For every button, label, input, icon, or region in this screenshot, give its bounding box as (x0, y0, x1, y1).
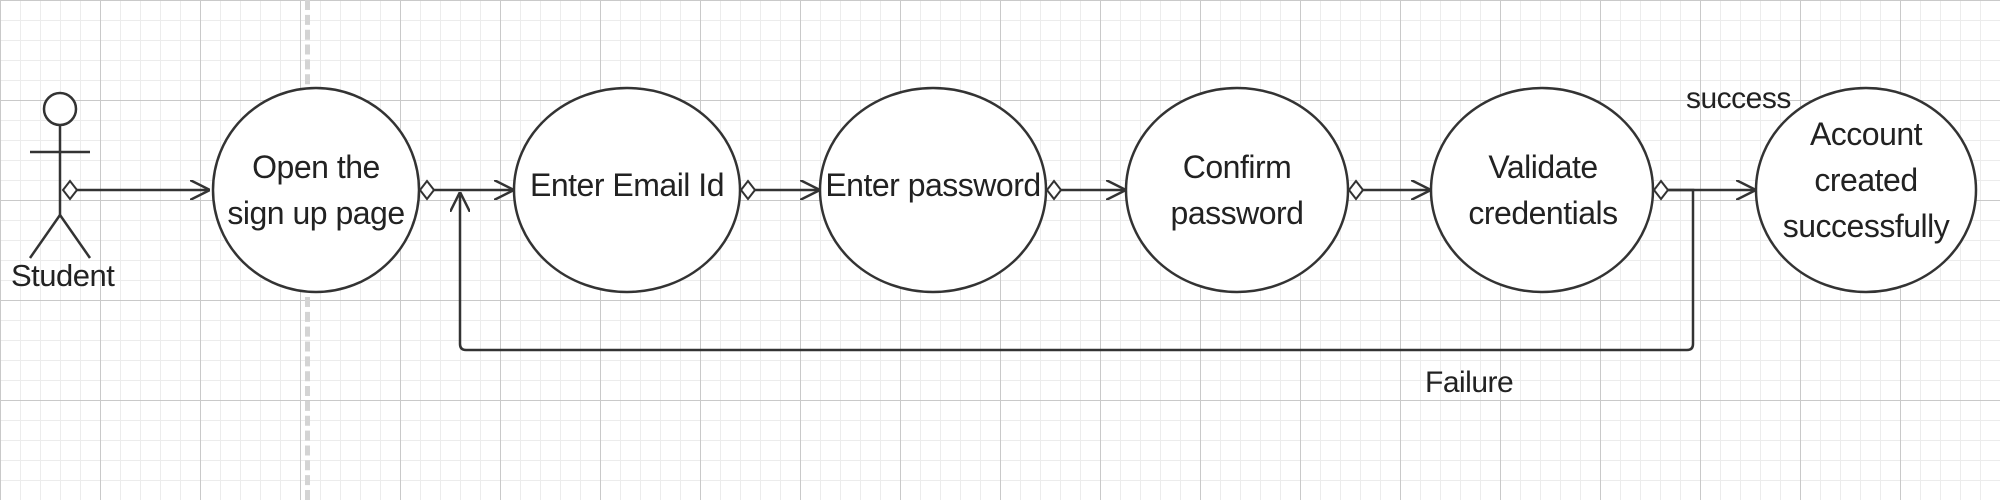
actor-head (42, 91, 78, 127)
actor-student-figure[interactable] (28, 91, 92, 259)
edge-label-success: success (1686, 82, 1791, 115)
actor-label: Student (11, 258, 115, 293)
connector-enter-password-to-confirm-password[interactable] (1045, 179, 1126, 201)
use-case-label-account-created: Account created successfully (1782, 116, 1950, 244)
aggregation-diamond-icon (1347, 179, 1365, 201)
aggregation-diamond-icon (1652, 179, 1670, 201)
connector-validate-failure-loop[interactable] (460, 188, 1695, 352)
aggregation-diamond-icon (739, 179, 757, 201)
use-case-label-validate-credentials: Validate credentials (1468, 149, 1618, 231)
aggregation-diamond-icon (418, 179, 436, 201)
use-case-label-confirm-password: Confirm password (1170, 149, 1304, 231)
aggregation-diamond-icon (61, 179, 79, 201)
actor-left-leg (28, 214, 62, 259)
edge-label-failure: Failure (1425, 366, 1514, 399)
use-case-label-enter-email: Enter Email Id (530, 167, 724, 203)
use-case-label-enter-password: Enter password (825, 167, 1041, 203)
connector-enter-email-to-enter-password[interactable] (739, 179, 820, 201)
aggregation-diamond-icon (1045, 179, 1063, 201)
use-case-label-open-signup: Open the sign up page (227, 149, 405, 231)
connector-actor-to-open-signup[interactable] (61, 179, 210, 201)
connector-open-signup-to-enter-email[interactable] (418, 179, 514, 201)
connector-confirm-password-to-validate[interactable] (1347, 179, 1431, 201)
actor-right-leg (58, 214, 92, 259)
